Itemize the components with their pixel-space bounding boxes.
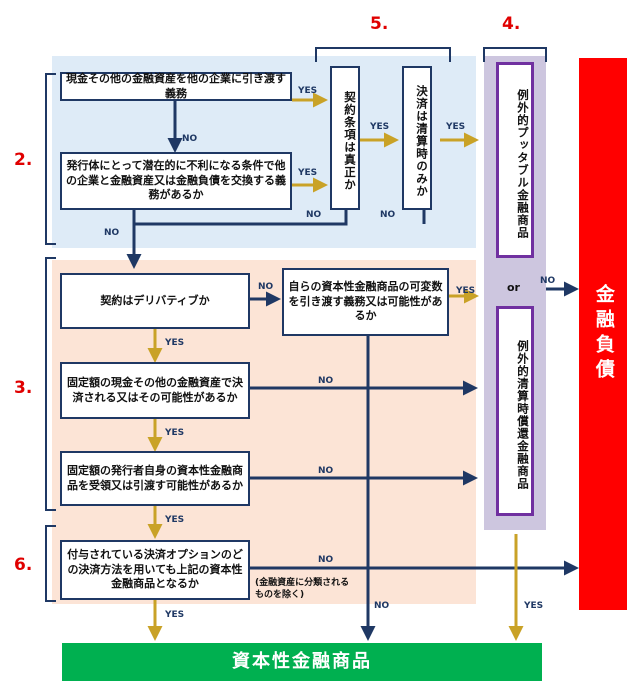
outcome-equity-instrument: 資本性金融商品 xyxy=(62,643,542,681)
question-cash-obligation: 現金その他の金融資産を他の企業に引き渡す義務 xyxy=(60,72,292,101)
label-no-fixed-cash: NO xyxy=(318,376,334,386)
or-label: or xyxy=(507,281,520,294)
label-no-options: NO xyxy=(318,555,334,565)
label-yes-derivative: YES xyxy=(165,338,185,348)
section-number-3: 3. xyxy=(14,378,33,398)
question-contract-genuine: 契約条項は真正か xyxy=(330,66,360,210)
label-no-variable: NO xyxy=(374,601,390,611)
question-derivative: 契約はデリバティブか xyxy=(60,273,250,329)
label-no-or: NO xyxy=(540,276,556,286)
label-no-derivative: NO xyxy=(258,282,274,292)
label-yes-options: YES xyxy=(165,610,185,620)
section-number-4: 4. xyxy=(502,14,521,34)
question-fixed-own-equity: 固定額の発行者自身の資本性金融商品を受領又は引渡す可能性があるか xyxy=(60,451,250,506)
label-no-section2: NO xyxy=(104,228,120,238)
section-number-6: 6. xyxy=(14,555,33,575)
section-number-2: 2. xyxy=(14,150,33,170)
exclusion-note: (金融資産に分類されるものを除く) xyxy=(255,578,350,600)
label-yes-variable: YES xyxy=(456,286,476,296)
exception-puttable-instrument: 例外的プッタブル金融商品 xyxy=(496,62,534,258)
label-yes-fixed-cash: YES xyxy=(165,428,185,438)
question-settlement-on-liquidation: 決済は清算時のみか xyxy=(402,66,432,210)
outcome-financial-liability: 金融負債 xyxy=(579,58,627,610)
section-number-5: 5. xyxy=(370,14,389,34)
question-variable-equity: 自らの資本性金融商品の可変数を引き渡す義務又は可能性があるか xyxy=(282,268,449,336)
label-no-settlement: NO xyxy=(380,210,396,220)
label-no-genuine: NO xyxy=(306,210,322,220)
question-unfavourable-exchange: 発行体にとって潜在的に不利になる条件で他の企業と金融資産又は金融負債を交換する義… xyxy=(60,152,292,210)
question-fixed-cash: 固定額の現金その他の金融資産で決済される又はその可能性があるか xyxy=(60,362,250,419)
label-yes-exception: YES xyxy=(524,601,544,611)
label-yes-genuine: YES xyxy=(370,122,390,132)
question-settlement-options: 付与されている決済オプションのどの決済方法を用いても上記の資本性金融商品となるか xyxy=(60,540,250,600)
label-yes-q1: YES xyxy=(298,86,318,96)
exception-liquidation-instrument: 例外的清算時償還金融商品 xyxy=(496,306,534,516)
label-yes-fixed-equity: YES xyxy=(165,515,185,525)
label-yes-settlement: YES xyxy=(446,122,466,132)
label-yes-q2: YES xyxy=(298,168,318,178)
label-no-fixed-equity: NO xyxy=(318,466,334,476)
label-no-q1: NO xyxy=(182,134,198,144)
